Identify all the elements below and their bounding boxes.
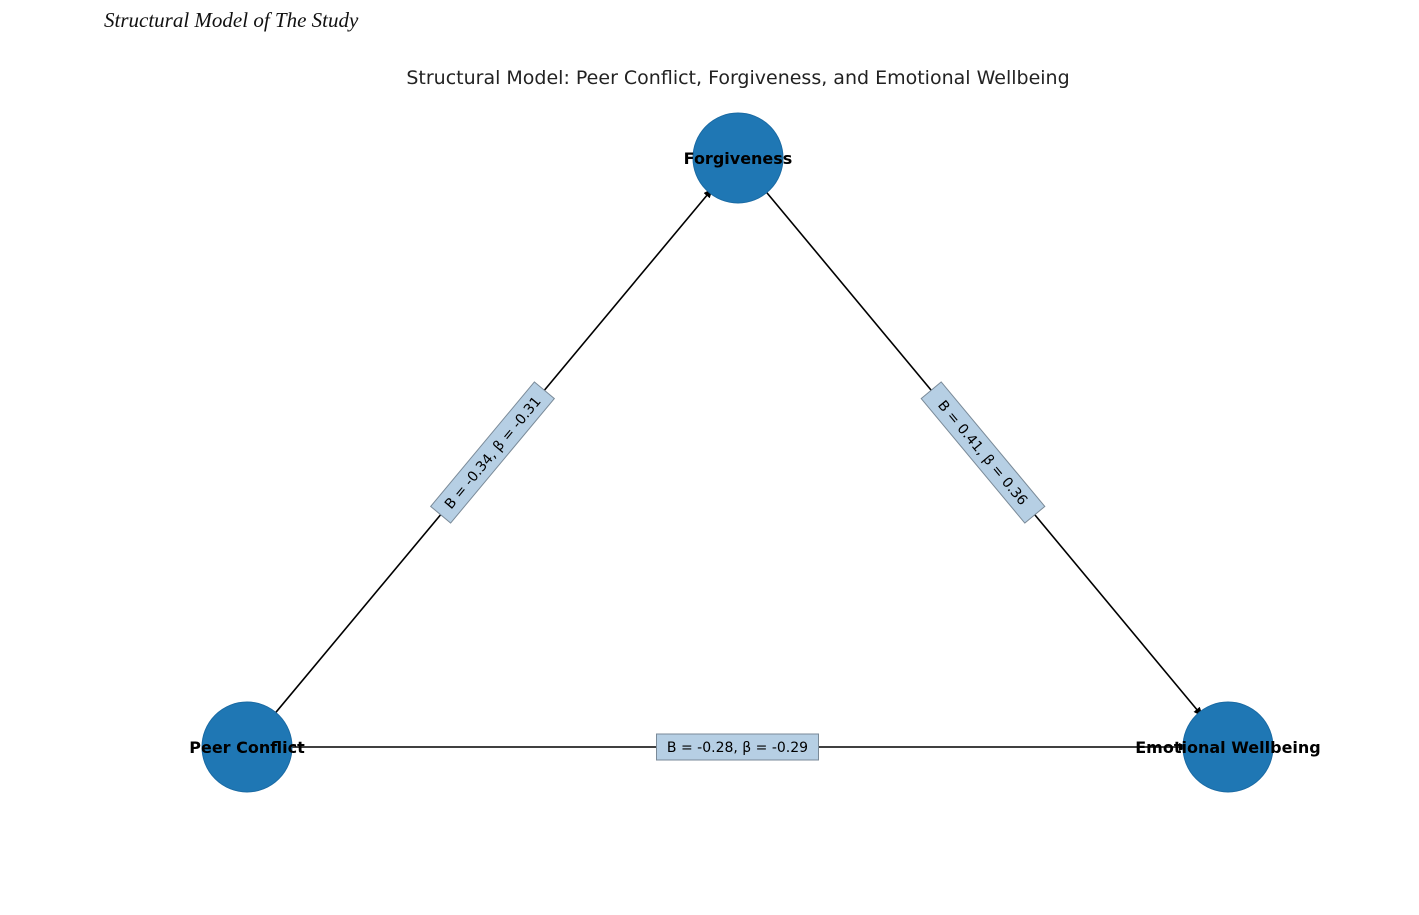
node-label-forgiveness: Forgiveness <box>684 149 793 168</box>
edge-label-text: B = 0.41, β = 0.36 <box>934 398 1030 509</box>
edge-label-peer-conflict-to-forgiveness: B = -0.34, β = -0.31 <box>429 381 556 524</box>
node-forgiveness <box>692 112 784 204</box>
edge-label-box <box>429 381 556 524</box>
edge-label-peer-conflict-to-emotional-wellbeing: B = -0.28, β = -0.29 <box>656 733 819 761</box>
edge-label-text: B = -0.34, β = -0.31 <box>442 394 545 513</box>
node-peer-conflict <box>201 701 293 793</box>
diagram-title: Structural Model: Peer Conflict, Forgive… <box>406 67 1070 89</box>
node-label-peer-conflict: Peer Conflict <box>189 738 305 757</box>
figure-caption: Structural Model of The Study <box>104 8 359 32</box>
edge-label-box <box>656 733 819 761</box>
edge-label-text: B = -0.28, β = -0.29 <box>667 740 808 756</box>
node-label-emotional-wellbeing: Emotional Wellbeing <box>1135 738 1321 757</box>
node-emotional-wellbeing <box>1182 701 1274 793</box>
edge-label-forgiveness-to-emotional-wellbeing: B = 0.41, β = 0.36 <box>920 381 1046 524</box>
edge-label-box <box>920 381 1046 524</box>
